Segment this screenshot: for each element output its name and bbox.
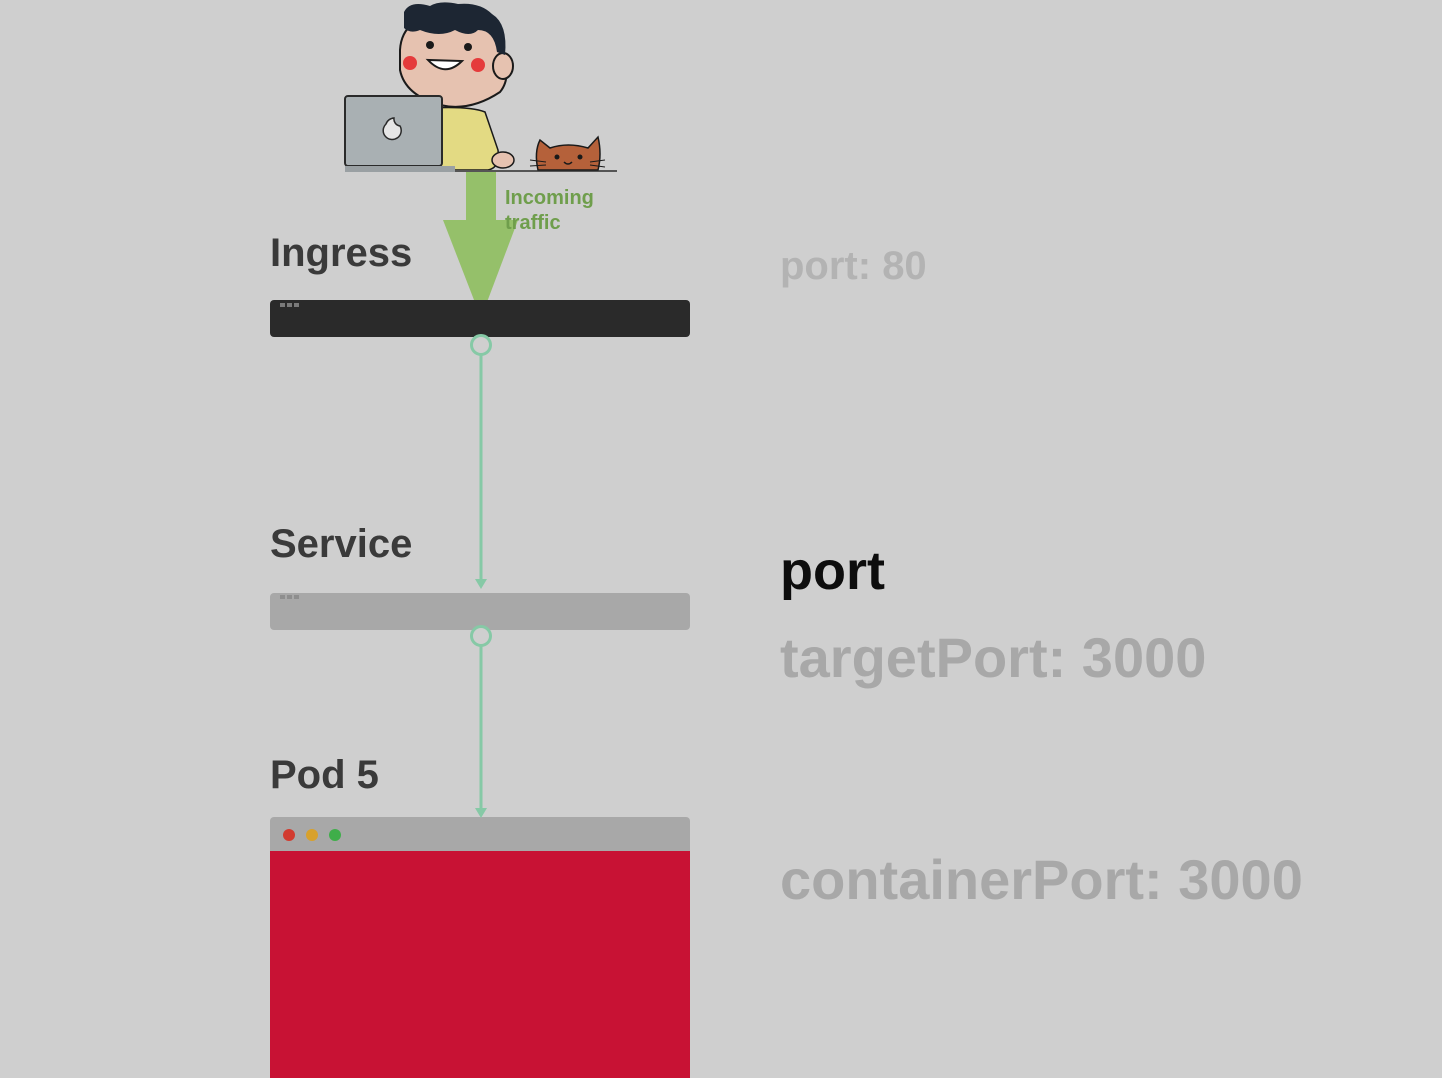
cat-icon [529,135,606,171]
service-bar [270,593,690,630]
ingress-port-label: port: 80 [780,244,927,288]
ingress-to-service-connector [470,334,492,589]
service-port-label: port [780,541,885,601]
container-port-label: containerPort: 3000 [780,848,1303,911]
incoming-traffic-label: Incoming traffic [505,187,594,234]
ingress-label: Ingress [270,231,413,275]
service-label: Service [270,522,413,566]
ingress-bar [270,300,690,337]
service-to-pod-connector [470,625,492,818]
developer-with-laptop-icon [344,2,617,172]
traffic-arrow [443,172,518,318]
target-port-label: targetPort: 3000 [780,626,1207,689]
window-dots-icon [283,829,341,841]
pod-window [270,817,690,1078]
pod-label: Pod 5 [270,753,379,797]
